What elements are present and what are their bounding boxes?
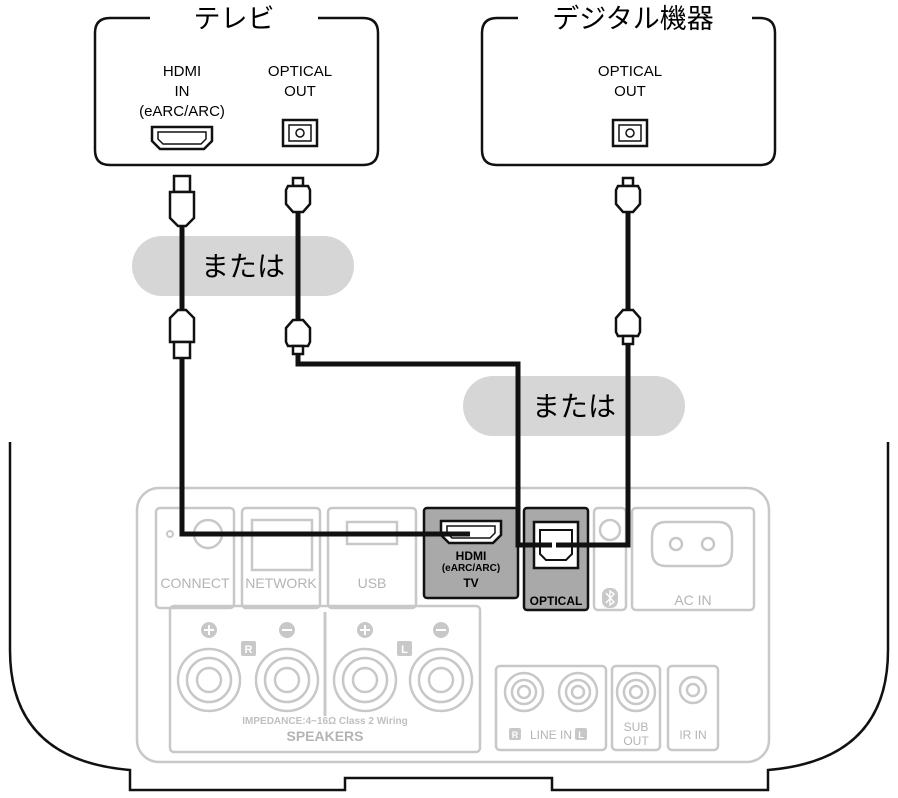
ir-in-port: IR IN [666, 664, 720, 752]
tv-optical-cable-lower [295, 355, 552, 548]
tv-optical-label-2: OUT [284, 83, 316, 100]
binding-post-icon [408, 647, 474, 713]
connect-led-icon [166, 530, 174, 538]
optical-plug-icon [284, 176, 312, 214]
sub-out-label-2: OUT [623, 734, 649, 748]
plus-icon [201, 622, 217, 638]
binding-post-icon [254, 647, 320, 713]
speakers-terminal: R L IMPEDANCE:4~16Ω Class 2 Wiring SPEAK… [168, 604, 482, 754]
right-channel-mark: R [245, 644, 253, 656]
line-in-right-mark: R [512, 730, 519, 740]
optical-plug-icon [284, 318, 312, 356]
left-channel-badge [397, 641, 412, 656]
network-label: NETWORK [245, 575, 317, 591]
receiver-outline [8, 442, 890, 792]
line-in-left-badge [575, 728, 587, 740]
tv-hdmi-label-3: (eARC/ARC) [139, 103, 225, 120]
ac-socket-icon [650, 520, 734, 568]
line-in-port: R LINE IN L [494, 664, 608, 752]
or-label-1: または [201, 250, 285, 283]
hdmi-earc-label: (eARC/ARC) [442, 563, 500, 574]
tv-optical-label-1: OPTICAL [268, 63, 332, 80]
ethernet-jack-icon [250, 518, 314, 572]
binding-post-icon [176, 647, 242, 713]
or-label-2: または [532, 390, 616, 423]
tv-hdmi-port-icon [150, 125, 214, 151]
usb-port: USB [326, 506, 418, 610]
digital-title: デジタル機器 [552, 4, 713, 35]
line-in-left-mark: L [578, 730, 584, 740]
pair-button-icon [598, 518, 622, 542]
line-in-right-badge [509, 728, 521, 740]
optical-plug-icon [614, 308, 642, 346]
right-channel-badge [241, 641, 256, 656]
hdmi-tv-port: HDMI (eARC/ARC) TV [422, 506, 520, 600]
optical-plug-icon [614, 176, 642, 214]
rear-panel [135, 486, 771, 764]
bluetooth-slot [592, 506, 628, 612]
digital-device: デジタル機器 OPTICAL OUT [480, 4, 777, 167]
connect-port: CONNECT [154, 506, 236, 610]
bluetooth-icon [602, 588, 618, 608]
minus-icon [433, 622, 449, 638]
line-in-label: LINE IN [530, 728, 572, 742]
plus-icon [357, 622, 373, 638]
ir-in-label: IR IN [679, 728, 706, 742]
hdmi-port-label: HDMI [456, 549, 487, 563]
digital-optical-label-1: OPTICAL [598, 63, 662, 80]
hdmi-plug-icon [168, 308, 196, 360]
tv-box-outline [93, 16, 380, 167]
speakers-label: SPEAKERS [286, 728, 363, 744]
digital-optical-cable-lower [556, 345, 631, 548]
hdmi-plug-icon [168, 174, 196, 228]
connect-label: CONNECT [160, 575, 230, 591]
rca-jack-icon [615, 671, 657, 713]
digital-optical-port-icon [611, 118, 649, 148]
rca-jack-icon [503, 671, 545, 713]
optical-port-label: OPTICAL [530, 594, 583, 608]
tv-hdmi-label-2: IN [175, 83, 190, 100]
ac-in-label: AC IN [674, 592, 711, 608]
tv-device: テレビ HDMI IN (eARC/ARC) OPTICAL OUT [93, 4, 380, 167]
ir-jack-icon [678, 675, 708, 705]
left-channel-mark: L [401, 644, 408, 656]
usb-label: USB [358, 575, 387, 591]
cables [179, 212, 631, 548]
hdmi-tv-label: TV [463, 576, 478, 590]
receiver-body: CONNECT NETWORK USB HDMI (eARC/ARC) TV [8, 442, 890, 792]
sub-out-port: SUB OUT [610, 664, 662, 752]
ac-in-port: AC IN [630, 506, 756, 612]
or-pill-1: または [132, 236, 354, 296]
digital-box-outline [480, 16, 777, 167]
sub-out-label-1: SUB [624, 720, 649, 734]
digital-optical-label-2: OUT [614, 83, 646, 100]
tv-hdmi-label-1: HDMI [163, 63, 201, 80]
hdmi-cable-lower [179, 356, 470, 537]
rca-jack-icon [557, 671, 599, 713]
or-pill-2: または [463, 376, 685, 436]
tv-title: テレビ [194, 4, 275, 35]
tv-optical-port-icon [281, 118, 319, 148]
network-port: NETWORK [240, 506, 322, 610]
optical-port: OPTICAL [522, 506, 590, 612]
binding-post-icon [332, 647, 398, 713]
minus-icon [279, 622, 295, 638]
impedance-label: IMPEDANCE:4~16Ω Class 2 Wiring [242, 716, 407, 727]
